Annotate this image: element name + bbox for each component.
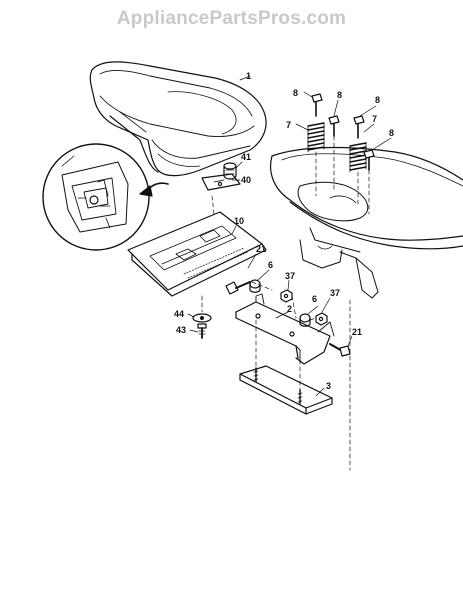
callout-37-b: 37 (330, 288, 340, 298)
callout-21-a: 21 (256, 244, 266, 254)
callout-40: 40 (241, 175, 251, 185)
screw-part (197, 323, 207, 339)
callout-8-a: 8 (293, 88, 298, 98)
callout-labels: 1 8 7 8 8 7 8 41 40 10 21 6 37 6 37 2 44… (174, 71, 394, 391)
assembly-lines (201, 195, 351, 471)
latch-detail-inset (42, 143, 169, 251)
leader-lines (187, 75, 392, 397)
mounting-plate-part (239, 365, 333, 415)
callout-3: 3 (326, 381, 331, 391)
callout-8-c: 8 (375, 95, 380, 105)
pivot-bolt-left-part (225, 281, 251, 295)
callout-43: 43 (176, 325, 186, 335)
callout-7-b: 7 (372, 114, 377, 124)
callout-8-d: 8 (389, 128, 394, 138)
callout-8-b: 8 (337, 90, 342, 100)
nut-left-part (280, 289, 293, 303)
seat-pan-part (127, 211, 267, 297)
seat-part (89, 61, 267, 177)
washer-part (192, 313, 212, 323)
pivot-bolt-right-part (329, 343, 351, 357)
callout-37-a: 37 (285, 271, 295, 281)
callout-44: 44 (174, 309, 184, 319)
callout-2: 2 (287, 304, 292, 314)
callout-1: 1 (246, 71, 251, 81)
callout-10: 10 (234, 216, 244, 226)
latch-bracket-part (201, 173, 241, 191)
spring-bolts (311, 93, 375, 215)
nut-right-part (315, 312, 328, 326)
bushing-right-part (299, 313, 311, 327)
bushing-left-part (249, 279, 261, 293)
callout-6-b: 6 (312, 294, 317, 304)
watermark: AppliancePartsPros.com (116, 8, 347, 29)
callout-7-a: 7 (286, 120, 291, 130)
pivot-bracket-part (235, 293, 335, 365)
tractor-frame (269, 146, 463, 299)
callout-21-b: 21 (352, 327, 362, 337)
callout-6-a: 6 (268, 260, 273, 270)
callout-41: 41 (241, 152, 251, 162)
